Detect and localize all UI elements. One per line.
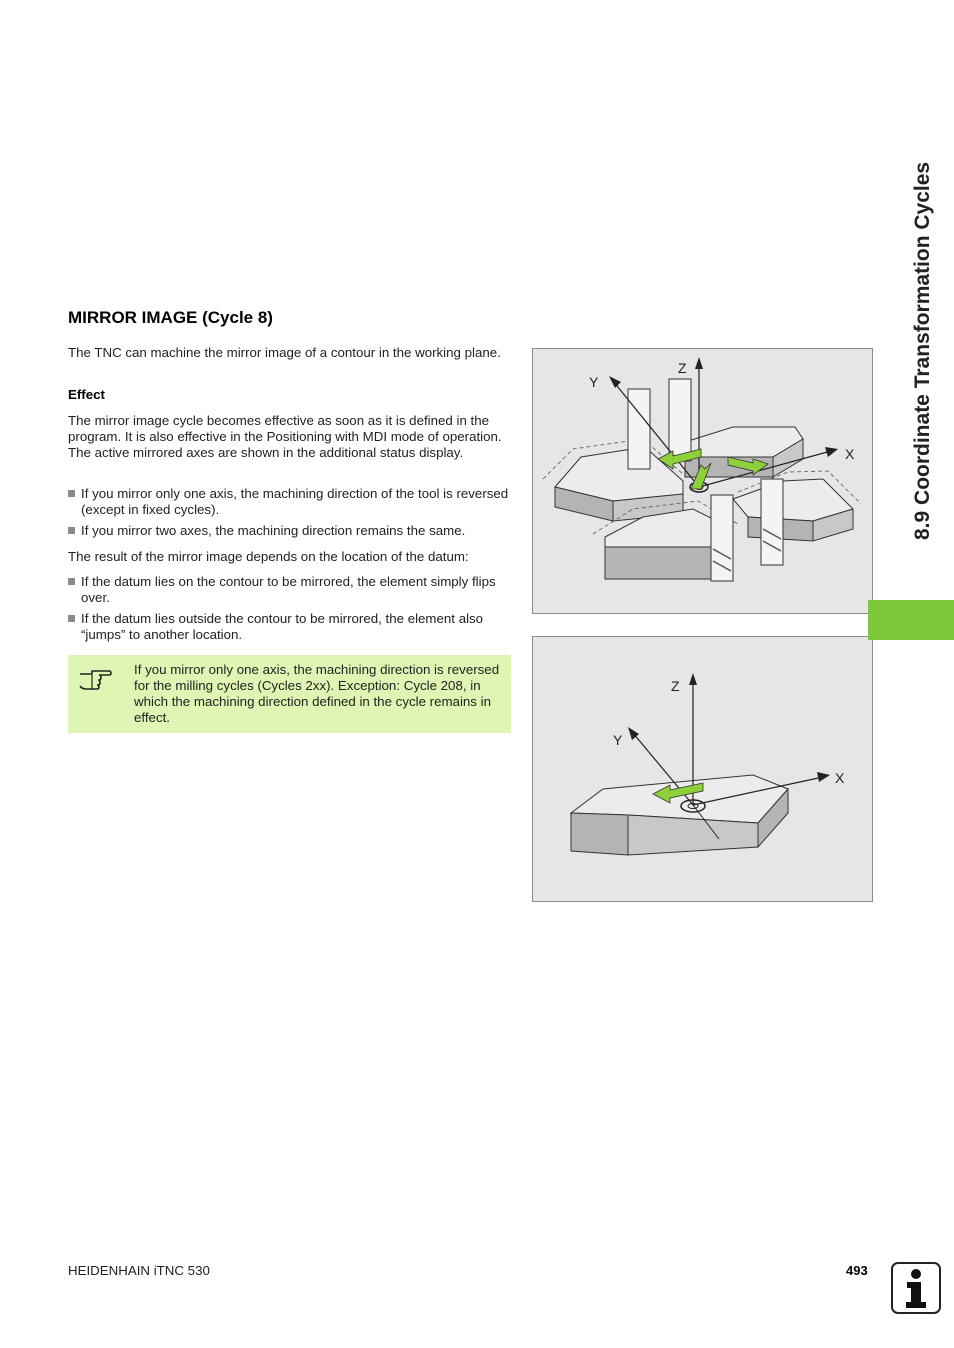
datum-paragraph: The result of the mirror image depends o… [68,549,469,564]
y-axis-label: Y [589,374,599,390]
pointing-hand-icon [79,670,112,690]
figure-mirror-two-axes: Z Y X [532,348,873,614]
bullet-square-icon [68,578,75,585]
info-icon [891,1262,941,1314]
chapter-tab-marker [868,600,954,640]
effect-heading: Effect [68,387,105,402]
intro-paragraph: The TNC can machine the mirror image of … [68,345,501,360]
z-axis-label: Z [671,678,680,694]
bullet-square-icon [68,615,75,622]
x-axis-label: X [835,770,845,786]
y-axis-label: Y [613,732,623,748]
section-title: MIRROR IMAGE (Cycle 8) [68,308,273,327]
footer-product: HEIDENHAIN iTNC 530 [68,1263,210,1278]
list-item: If you mirror only one axis, the machini… [68,486,510,518]
note-text: If you mirror only one axis, the machini… [134,662,500,725]
list-item: If you mirror two axes, the machining di… [68,523,510,539]
page-number: 493 [846,1263,868,1278]
chapter-label: 8.9 Coordinate Transformation Cycles [911,161,934,540]
list-item: If the datum lies on the contour to be m… [68,574,510,606]
z-axis-label: Z [678,360,687,376]
figure-mirror-one-axis: Z Y X [532,636,873,902]
effect-paragraph: The mirror image cycle becomes effective… [68,413,502,460]
bullet-square-icon [68,527,75,534]
x-axis-label: X [845,446,855,462]
note-box: If you mirror only one axis, the machini… [68,655,511,733]
bullet-square-icon [68,490,75,497]
list-item: If the datum lies outside the contour to… [68,611,510,643]
